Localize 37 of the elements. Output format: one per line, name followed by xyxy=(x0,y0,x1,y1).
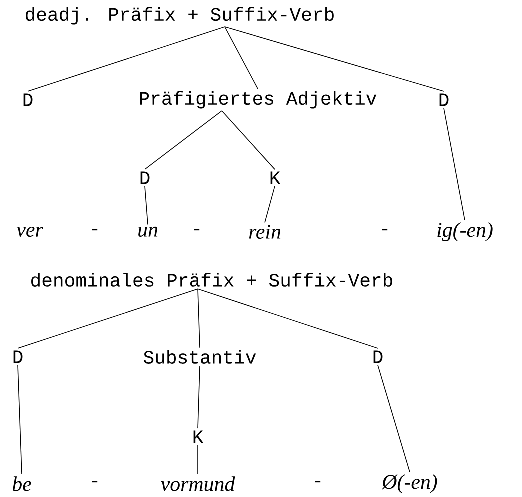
tree-leaf: Ø(-en) xyxy=(382,474,438,494)
tree-branch xyxy=(224,26,258,90)
tree-branch xyxy=(198,288,200,348)
tree-branch xyxy=(144,110,222,170)
tree-node-label: D xyxy=(24,94,33,106)
tree-leaf: be xyxy=(12,476,32,492)
tree-branch xyxy=(378,365,410,473)
hyphen: - xyxy=(382,229,388,231)
tree-branch xyxy=(444,108,466,221)
tree-branch xyxy=(198,366,200,429)
tree-leaf: un xyxy=(138,226,158,238)
tree-branch xyxy=(18,365,22,475)
tree-branch xyxy=(264,186,276,224)
tree-branch xyxy=(224,26,444,92)
tree-branch xyxy=(198,288,378,349)
tree-node-label: D xyxy=(374,350,383,364)
hyphen: - xyxy=(92,229,98,231)
tree-node-label: denominales Präfix + Suffix-Verb xyxy=(32,273,392,287)
hyphen: - xyxy=(92,481,98,483)
tree-branch xyxy=(144,186,148,226)
tree-branch xyxy=(28,26,226,92)
tree-leaf: ver xyxy=(16,226,44,238)
tree-leaf: ig(-en) xyxy=(438,222,493,242)
tree-branch xyxy=(222,110,276,170)
tree-node-label: Präfigiertes Adjektiv xyxy=(140,91,377,109)
tree-leaf: vormund xyxy=(161,476,236,492)
tree-leaf: rein xyxy=(249,224,281,240)
tree-node-label: D xyxy=(14,350,23,364)
hyphen: - xyxy=(315,481,321,483)
hyphen: - xyxy=(194,229,200,231)
tree-node-label: D xyxy=(140,172,150,184)
tree-node-label: Substantiv xyxy=(144,350,256,364)
tree-node-label: K xyxy=(270,172,281,184)
tree-node-label: K xyxy=(194,430,204,444)
tree-node-label: deadj. Präfix + Suffix-Verb xyxy=(26,7,334,25)
tree-node-label: D xyxy=(440,94,449,106)
tree-branch xyxy=(18,288,198,349)
